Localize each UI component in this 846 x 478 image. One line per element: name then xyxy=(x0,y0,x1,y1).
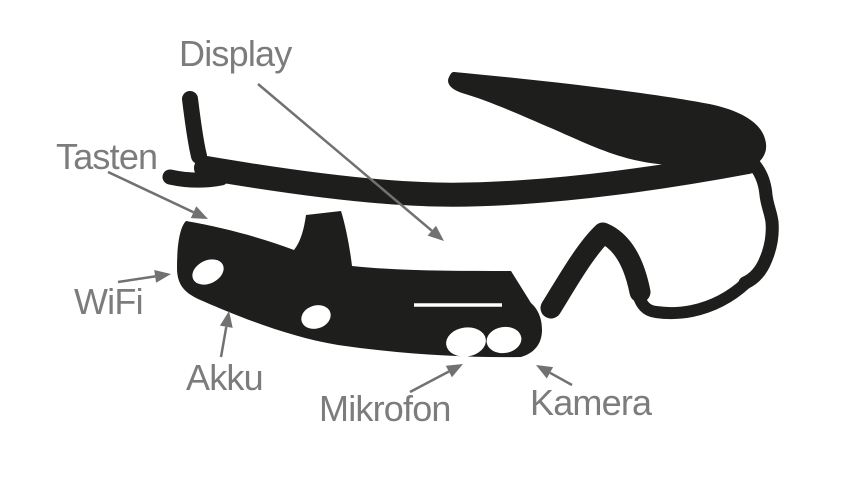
label-akku: Akku xyxy=(186,357,264,398)
arrow-head-akku xyxy=(219,311,233,328)
arrow-display xyxy=(257,83,444,241)
label-wifi: WiFi xyxy=(74,281,144,322)
label-tasten: Tasten xyxy=(56,136,158,177)
arrow-line-kamera xyxy=(549,371,573,387)
arrow-line-tasten xyxy=(107,170,195,214)
arrow-line-display xyxy=(257,83,433,232)
label-display: Display xyxy=(179,33,292,74)
left-temple-hinge xyxy=(162,169,229,188)
arrow-tasten xyxy=(107,170,208,219)
microphone-hole xyxy=(446,327,486,357)
arrow-akku xyxy=(219,311,233,358)
arrow-line-mikrofon xyxy=(409,370,450,394)
arrow-line-akku xyxy=(219,326,228,358)
wifi-indicator-hole xyxy=(192,259,224,285)
camera-lens-hole xyxy=(486,326,522,354)
top-frame-bar xyxy=(194,150,760,207)
arrow-head-kamera xyxy=(536,365,554,379)
arrow-kamera xyxy=(536,365,573,387)
arrow-line-wifi xyxy=(117,275,156,284)
device-body xyxy=(177,211,542,358)
arrow-head-display xyxy=(427,225,444,241)
right-temple-arm xyxy=(448,72,767,170)
arrow-head-tasten xyxy=(190,206,208,219)
left-temple-stub xyxy=(182,91,207,164)
label-kamera: Kamera xyxy=(530,382,652,423)
arrow-head-wifi xyxy=(154,270,171,283)
right-lens-bottom-rim xyxy=(631,277,752,320)
arrow-mikrofon xyxy=(409,364,463,394)
battery-indicator-hole xyxy=(301,305,331,329)
nose-bridge xyxy=(540,222,651,319)
arrow-wifi xyxy=(117,270,171,284)
arrow-head-mikrofon xyxy=(445,364,463,378)
label-mikrofon: Mikrofon xyxy=(319,388,451,429)
right-lens-outer-rim xyxy=(738,154,779,290)
